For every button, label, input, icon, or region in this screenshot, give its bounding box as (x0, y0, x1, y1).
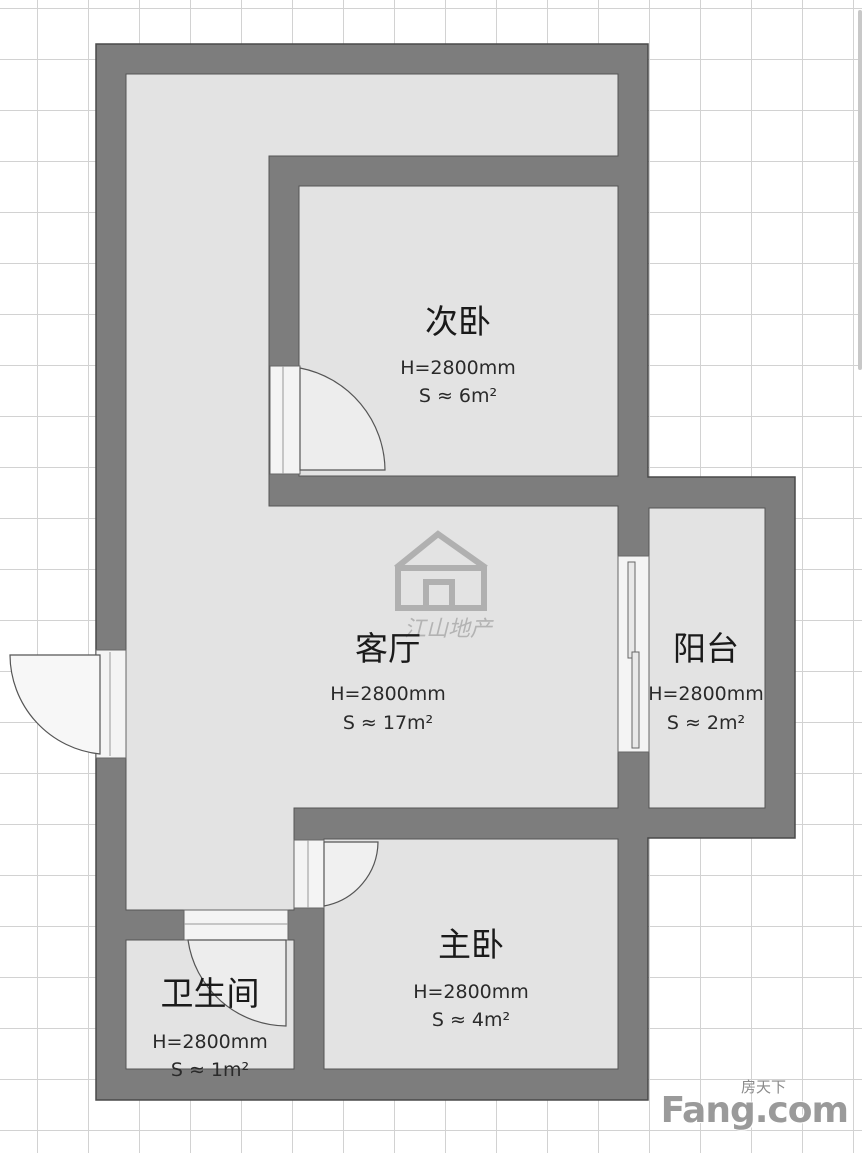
living-room-height: H=2800mm (330, 683, 446, 705)
balcony-name: 阳台 (673, 629, 739, 668)
second-bedroom-area: S ≈ 6m² (419, 385, 497, 407)
doors (9, 365, 650, 1027)
balcony-floor (648, 507, 766, 809)
balcony-sliding-door (617, 555, 650, 753)
brand-logo: 房天下 Fang.com (660, 1078, 849, 1131)
living-room-area: S ≈ 17m² (343, 712, 433, 734)
bathroom-height: H=2800mm (152, 1031, 268, 1053)
brand-subtitle: 房天下 (740, 1078, 786, 1096)
master-bedroom-floor (323, 838, 619, 1070)
master-bedroom-door (293, 839, 379, 909)
bathroom-name: 卫生间 (161, 974, 260, 1013)
entrance-door (9, 649, 127, 759)
bathroom-area: S ≈ 1m² (171, 1059, 249, 1081)
balcony-height: H=2800mm (648, 683, 764, 705)
balcony-area: S ≈ 2m² (667, 712, 745, 734)
scrollbar[interactable] (858, 10, 862, 370)
watermark-text: 江山地产 (404, 617, 494, 642)
room-labels: 次卧 H=2800mm S ≈ 6m² 客厅 H=2800mm S ≈ 17m²… (152, 302, 764, 1081)
bathroom-door (183, 909, 289, 1027)
second-bedroom-door (269, 365, 386, 475)
living-room-name: 客厅 (355, 629, 421, 668)
master-bedroom-name: 主卧 (438, 925, 504, 964)
watermark: 江山地产 (394, 530, 494, 642)
brand-name: Fang.com (660, 1090, 849, 1131)
master-bedroom-area: S ≈ 4m² (432, 1009, 510, 1031)
second-bedroom-name: 次卧 (425, 302, 491, 341)
house-logo-icon (394, 530, 488, 611)
master-bedroom-height: H=2800mm (413, 981, 529, 1003)
second-bedroom-height: H=2800mm (400, 357, 516, 379)
